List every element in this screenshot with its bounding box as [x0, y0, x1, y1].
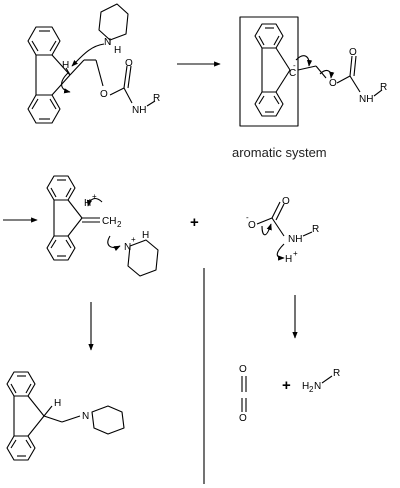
fluorenyl-carbanion-intermediate: C - O O NH R — [239, 16, 387, 127]
o-atom-co2-bottom: O — [239, 413, 247, 424]
h-plus-charge: + — [293, 249, 298, 258]
r-group-2: R — [380, 82, 387, 93]
r-group-3: R — [312, 224, 319, 235]
h-atom-piperidinium: H — [142, 230, 149, 241]
amine-subscript: 2 — [309, 385, 314, 394]
h-atom-piperidine: H — [114, 45, 121, 56]
n-atom-adduct: N — [82, 411, 89, 422]
nh-group: NH — [132, 105, 146, 116]
o-atom-carbonyl-2: O — [349, 47, 357, 58]
n-atom-piperidinium: N — [124, 242, 131, 253]
free-amine: H 2 N R — [302, 368, 340, 394]
nh-group-3: NH — [288, 234, 302, 245]
plus-sign-1: + — [190, 214, 199, 231]
h-proton-charge: + — [92, 192, 97, 201]
caption-aromatic-system: aromatic system — [232, 145, 327, 160]
o-atom-co2-top: O — [239, 364, 247, 375]
o-minus-charge: - — [246, 213, 249, 222]
r-group-amine: R — [333, 368, 340, 379]
c-atom-carbanion: C — [289, 68, 296, 79]
carbanion-charge: - — [293, 61, 296, 70]
amine-n: N — [314, 381, 321, 392]
fulvene-piperidine-adduct: H N — [6, 371, 125, 461]
carbon-dioxide: O O — [239, 364, 247, 424]
ch2-subscript: 2 — [117, 220, 122, 229]
carbamate-anion-fragment: O - O NH R H + — [246, 196, 319, 265]
fmoc-carbamate-with-piperidine: H O O NH R N H — [27, 3, 160, 124]
o-atom-ester-2: O — [329, 78, 337, 89]
n-atom-piperidine: N — [104, 37, 111, 48]
dibenzofulvene-with-piperidinium: CH 2 H + N + H — [46, 175, 159, 277]
r-group: R — [153, 93, 160, 104]
amine-h: H — [302, 381, 309, 392]
h-proton: H — [84, 198, 91, 209]
ch2-group: CH — [102, 216, 116, 227]
nh-group-2: NH — [359, 94, 373, 105]
o-atom-carbamate: O — [282, 196, 290, 207]
piperidinium-charge: + — [131, 235, 136, 244]
plus-sign-2: + — [282, 377, 291, 394]
aromatic-system-box — [239, 16, 299, 127]
h-plus-atom: H — [285, 254, 292, 265]
h-atom-c9: H — [62, 60, 69, 71]
o-atom-ester: O — [100, 89, 108, 100]
o-minus-atom: O — [248, 220, 256, 231]
o-atom-carbonyl: O — [125, 58, 133, 69]
h-atom-adduct: H — [54, 398, 61, 409]
